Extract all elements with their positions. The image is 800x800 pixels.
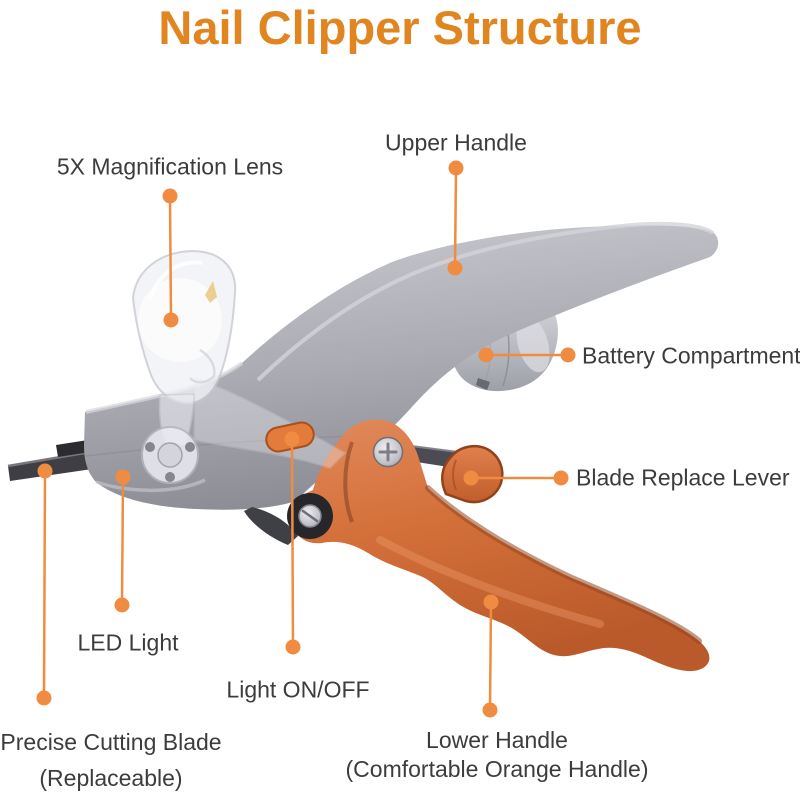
callout-dot-led-part: [115, 469, 131, 485]
label-battery-compartment: Battery Compartment: [582, 342, 800, 369]
callout-line-upper-handle: [453, 167, 458, 269]
pivot-screw-upper: [372, 436, 404, 468]
callout-dot-battery-text: [560, 347, 576, 363]
callout-dot-light-switch-part: [284, 431, 300, 447]
callout-dot-cutting-blade-text: [36, 690, 52, 706]
callout-dot-lens-part: [163, 312, 179, 328]
label-led-light: LED Light: [77, 629, 179, 656]
label-light-switch: Light ON/OFF: [226, 676, 370, 703]
label-magnification-lens: 5X Magnification Lens: [56, 153, 284, 180]
label-blade-replace-lever: Blade Replace Lever: [576, 464, 790, 491]
callouts: [36, 160, 576, 718]
cutting-blade-shape: [7, 440, 99, 481]
label-cutting-blade: Precise Cutting Blade (Replaceable): [0, 724, 221, 796]
label-cutting-blade-line1: Precise Cutting Blade: [0, 729, 222, 755]
callout-dot-light-switch-text: [285, 639, 301, 655]
callout-line-light-switch: [290, 438, 295, 648]
pivot-screw-lower: [287, 493, 333, 539]
callout-dot-upper-handle-text: [448, 160, 464, 176]
label-lower-handle: Lower Handle (Comfortable Orange Handle): [346, 726, 649, 784]
callout-dot-upper-handle-part: [447, 260, 463, 276]
page-title: Nail Clipper Structure: [158, 1, 642, 54]
callout-dot-led-text: [114, 597, 130, 613]
callout-line-lower-handle: [488, 601, 493, 711]
lens-hub-shape: [141, 426, 199, 484]
callout-dot-lens-text: [162, 188, 178, 204]
callout-dot-lower-handle-part: [483, 594, 499, 610]
label-cutting-blade-line2: (Replaceable): [39, 765, 183, 791]
lower-handle-shape: [291, 419, 710, 672]
callout-line-lens: [168, 195, 173, 321]
callout-line-led: [120, 476, 125, 606]
label-lower-handle-line1: Lower Handle: [426, 727, 568, 753]
callout-dot-lever-part: [463, 470, 479, 486]
label-upper-handle: Upper Handle: [385, 129, 527, 156]
callout-line-cutting-blade: [42, 470, 47, 699]
callout-dot-battery-part: [478, 347, 494, 363]
callout-dot-lower-handle-text: [482, 702, 498, 718]
callout-dot-lever-text: [553, 470, 569, 486]
label-lower-handle-line2: (Comfortable Orange Handle): [345, 756, 649, 782]
callout-dot-cutting-blade-part: [37, 463, 53, 479]
